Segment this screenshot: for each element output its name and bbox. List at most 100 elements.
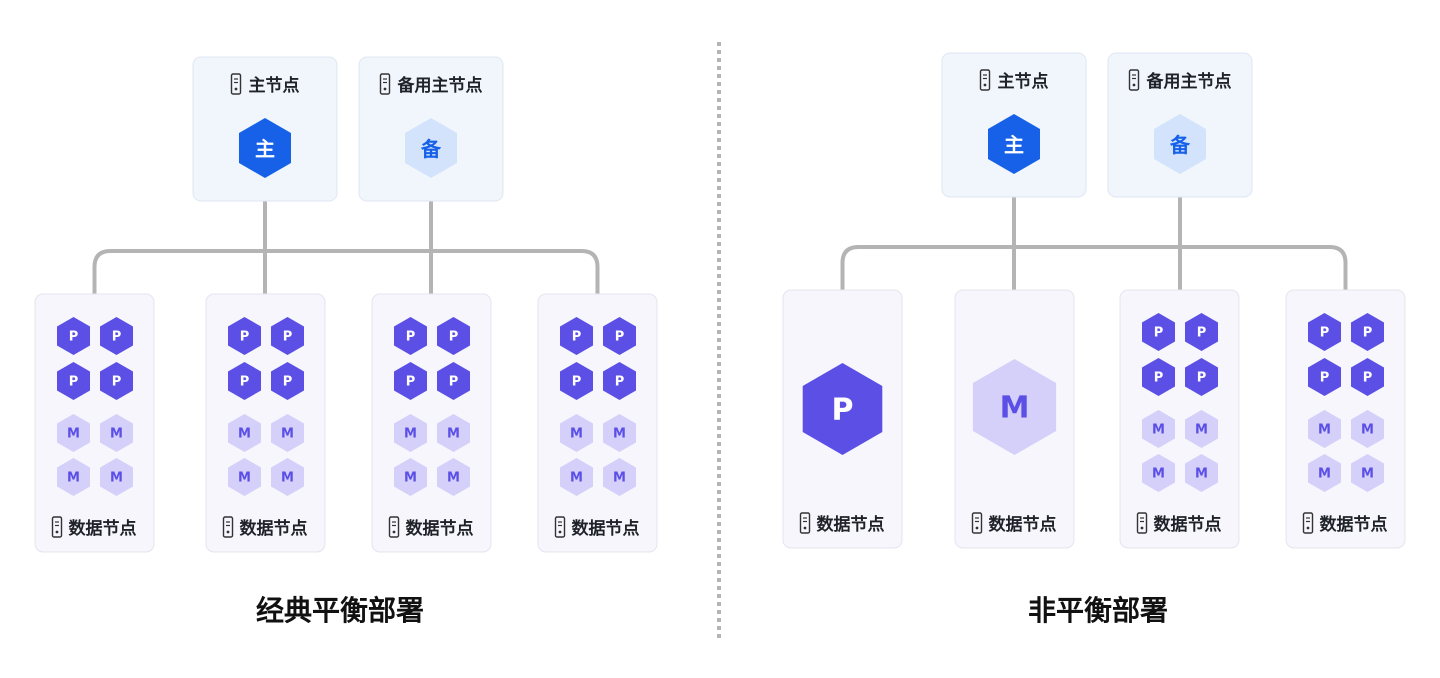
data-node-label: 数据节点 xyxy=(1154,514,1222,535)
data-node-box xyxy=(1119,289,1240,549)
server-icon xyxy=(51,516,63,538)
mirror-shard-hex: M xyxy=(57,458,90,496)
mirror-shard-hex-glyph: M xyxy=(404,471,417,486)
mirror-shard-hex-glyph: M xyxy=(1195,423,1208,438)
mirror-shard-hex-glyph: M xyxy=(1361,467,1374,482)
primary-shard-hex: P xyxy=(1142,358,1175,396)
primary-shard-hex-glyph: P xyxy=(112,330,122,345)
mirror-shard-hex: M xyxy=(560,458,593,496)
mirror-shard-hex-glyph: M xyxy=(1318,467,1331,482)
mirror-shard-hex-glyph: M xyxy=(1361,423,1374,438)
mirror-shard-hex-shape xyxy=(228,414,261,452)
primary-shard-hex: P xyxy=(560,317,593,355)
server-icon xyxy=(379,73,391,95)
mirror-shard-hex: M xyxy=(100,414,133,452)
mirror-shard-hex-shape xyxy=(1308,410,1341,448)
primary-shard-hex-shape xyxy=(100,362,133,400)
mirror-shard-hex-shape xyxy=(1185,410,1218,448)
primary-shard-hex-glyph: P xyxy=(69,375,79,390)
primary-shard-hex-glyph: P xyxy=(283,375,293,390)
primary-shard-hex-glyph: P xyxy=(572,375,582,390)
mirror-shard-hex: M xyxy=(271,414,304,452)
primary-shard-hex: P xyxy=(228,362,261,400)
server-icon xyxy=(979,69,991,91)
data-node-label: 数据节点 xyxy=(989,514,1057,535)
data-node-box xyxy=(34,293,155,553)
primary-shard-hex: P xyxy=(1351,358,1384,396)
mirror-shard-hex-glyph: M xyxy=(110,471,123,486)
primary-shard-hex: P xyxy=(1308,358,1341,396)
primary-shard-hex-glyph: P xyxy=(283,330,293,345)
primary-shard-hex-glyph: P xyxy=(1154,371,1164,386)
primary-shard-hex-shape xyxy=(437,362,470,400)
primary-hex-shape xyxy=(988,114,1040,174)
mirror-shard-hex-glyph: M xyxy=(281,427,294,442)
primary-shard-hex-shape xyxy=(1351,313,1384,351)
backup-hex: 备 xyxy=(405,118,457,178)
mirror-shard-hex: M xyxy=(437,458,470,496)
mirror-shard-hex: M xyxy=(100,458,133,496)
mirror-shard-hex-glyph: M xyxy=(67,427,80,442)
primary-shard-hex-shape xyxy=(57,317,90,355)
primary-shard-hex-glyph: P xyxy=(615,375,625,390)
primary-shard-hex-shape xyxy=(228,362,261,400)
primary-hex-shape xyxy=(239,118,291,178)
primary-shard-hex: P xyxy=(1185,358,1218,396)
primary-shard-hex-glyph: P xyxy=(1363,326,1373,341)
primary-shard-hex: P xyxy=(394,317,427,355)
data-node-label: 数据节点 xyxy=(406,518,474,539)
mirror-shard-hex: M xyxy=(603,458,636,496)
mirror-shard-hex: M xyxy=(1185,454,1218,492)
mirror-shard-hex-shape xyxy=(1351,410,1384,448)
mirror-shard-hex-glyph: M xyxy=(1318,423,1331,438)
mirror-shard-hex-glyph: M xyxy=(281,471,294,486)
primary-shard-hex: P xyxy=(57,317,90,355)
primary-shard-hex-shape xyxy=(1185,313,1218,351)
master-node-label: 主节点 xyxy=(249,75,300,96)
primary-shard-hex: P xyxy=(394,362,427,400)
server-icon xyxy=(971,512,983,534)
primary-hex-glyph: 主 xyxy=(1004,133,1024,157)
mirror-shard-hex: M xyxy=(437,414,470,452)
primary-shard-hex-shape xyxy=(57,362,90,400)
data-node-box xyxy=(537,293,658,553)
primary-shard-hex-shape xyxy=(271,317,304,355)
server-icon xyxy=(222,516,234,538)
primary-shard-hex-glyph: P xyxy=(1363,371,1373,386)
primary-hex-glyph: 主 xyxy=(255,137,275,161)
primary-shard-hex: P xyxy=(437,317,470,355)
mirror-shard-hex-shape xyxy=(603,458,636,496)
data-node-label: 数据节点 xyxy=(240,518,308,539)
mirror-shard-hex-shape xyxy=(394,414,427,452)
mirror-shard-hex-glyph: M xyxy=(238,471,251,486)
data-node-box xyxy=(205,293,326,553)
mirror-shard-hex: M xyxy=(603,414,636,452)
backup-hex-shape xyxy=(1154,114,1206,174)
mirror-shard-hex-shape xyxy=(603,414,636,452)
mirror-shard-hex: M xyxy=(1308,410,1341,448)
data-node-box xyxy=(371,293,492,553)
mirror-shard-hex-shape xyxy=(271,414,304,452)
backup-node-label: 备用主节点 xyxy=(1146,71,1232,92)
mirror-shard-hex: M xyxy=(57,414,90,452)
primary-shard-hex-shape xyxy=(603,317,636,355)
mirror-shard-hex-glyph: M xyxy=(238,427,251,442)
primary-shard-hex: P xyxy=(100,317,133,355)
primary-shard-hex-glyph: P xyxy=(449,375,459,390)
mirror-shard-hex-shape xyxy=(1351,454,1384,492)
primary-shard-hex: P xyxy=(603,362,636,400)
mirror-shard-hex-glyph: M xyxy=(110,427,123,442)
primary-shard-hex: P xyxy=(1142,313,1175,351)
data-node-label: 数据节点 xyxy=(572,518,640,539)
mirror-shard-hex: M xyxy=(1351,454,1384,492)
primary-shard-hex-glyph: P xyxy=(1197,326,1207,341)
backup-hex-shape xyxy=(405,118,457,178)
mirror-shard-hex-glyph: M xyxy=(1000,391,1030,426)
mirror-shard-hex-glyph: M xyxy=(1152,467,1165,482)
primary-shard-hex-shape xyxy=(394,362,427,400)
server-icon xyxy=(1128,69,1140,91)
primary-shard-hex-glyph: P xyxy=(69,330,79,345)
primary-shard-hex: P xyxy=(1308,313,1341,351)
mirror-shard-hex-glyph: M xyxy=(447,427,460,442)
